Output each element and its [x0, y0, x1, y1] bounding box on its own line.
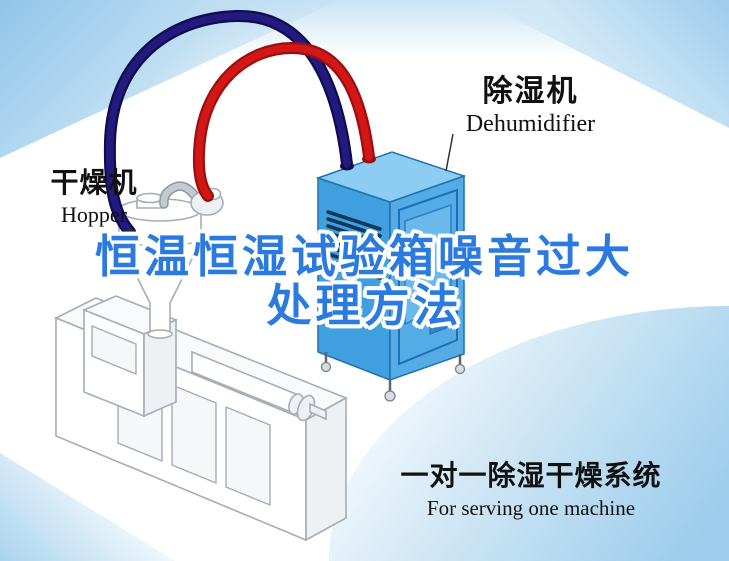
hopper-duct	[160, 182, 199, 208]
extruder-door-panel	[225, 405, 271, 507]
hopper-cap	[136, 192, 164, 204]
tower-panel	[91, 324, 137, 376]
extruder-door-panel	[171, 383, 217, 485]
hopper-machine	[118, 181, 224, 339]
hopper-seam	[118, 240, 202, 247]
extruder-feed-tower	[81, 295, 179, 418]
hose-elbow-fitting	[125, 228, 135, 238]
extruder-barrel	[191, 350, 327, 422]
extruder-machine	[54, 295, 348, 542]
barrel-nozzle	[309, 402, 327, 421]
hopper-outlet-flange	[147, 329, 173, 339]
dehumidifier-machine	[315, 151, 467, 402]
label-pointer-line	[445, 133, 454, 172]
cabinet-vent-grille	[326, 210, 382, 280]
